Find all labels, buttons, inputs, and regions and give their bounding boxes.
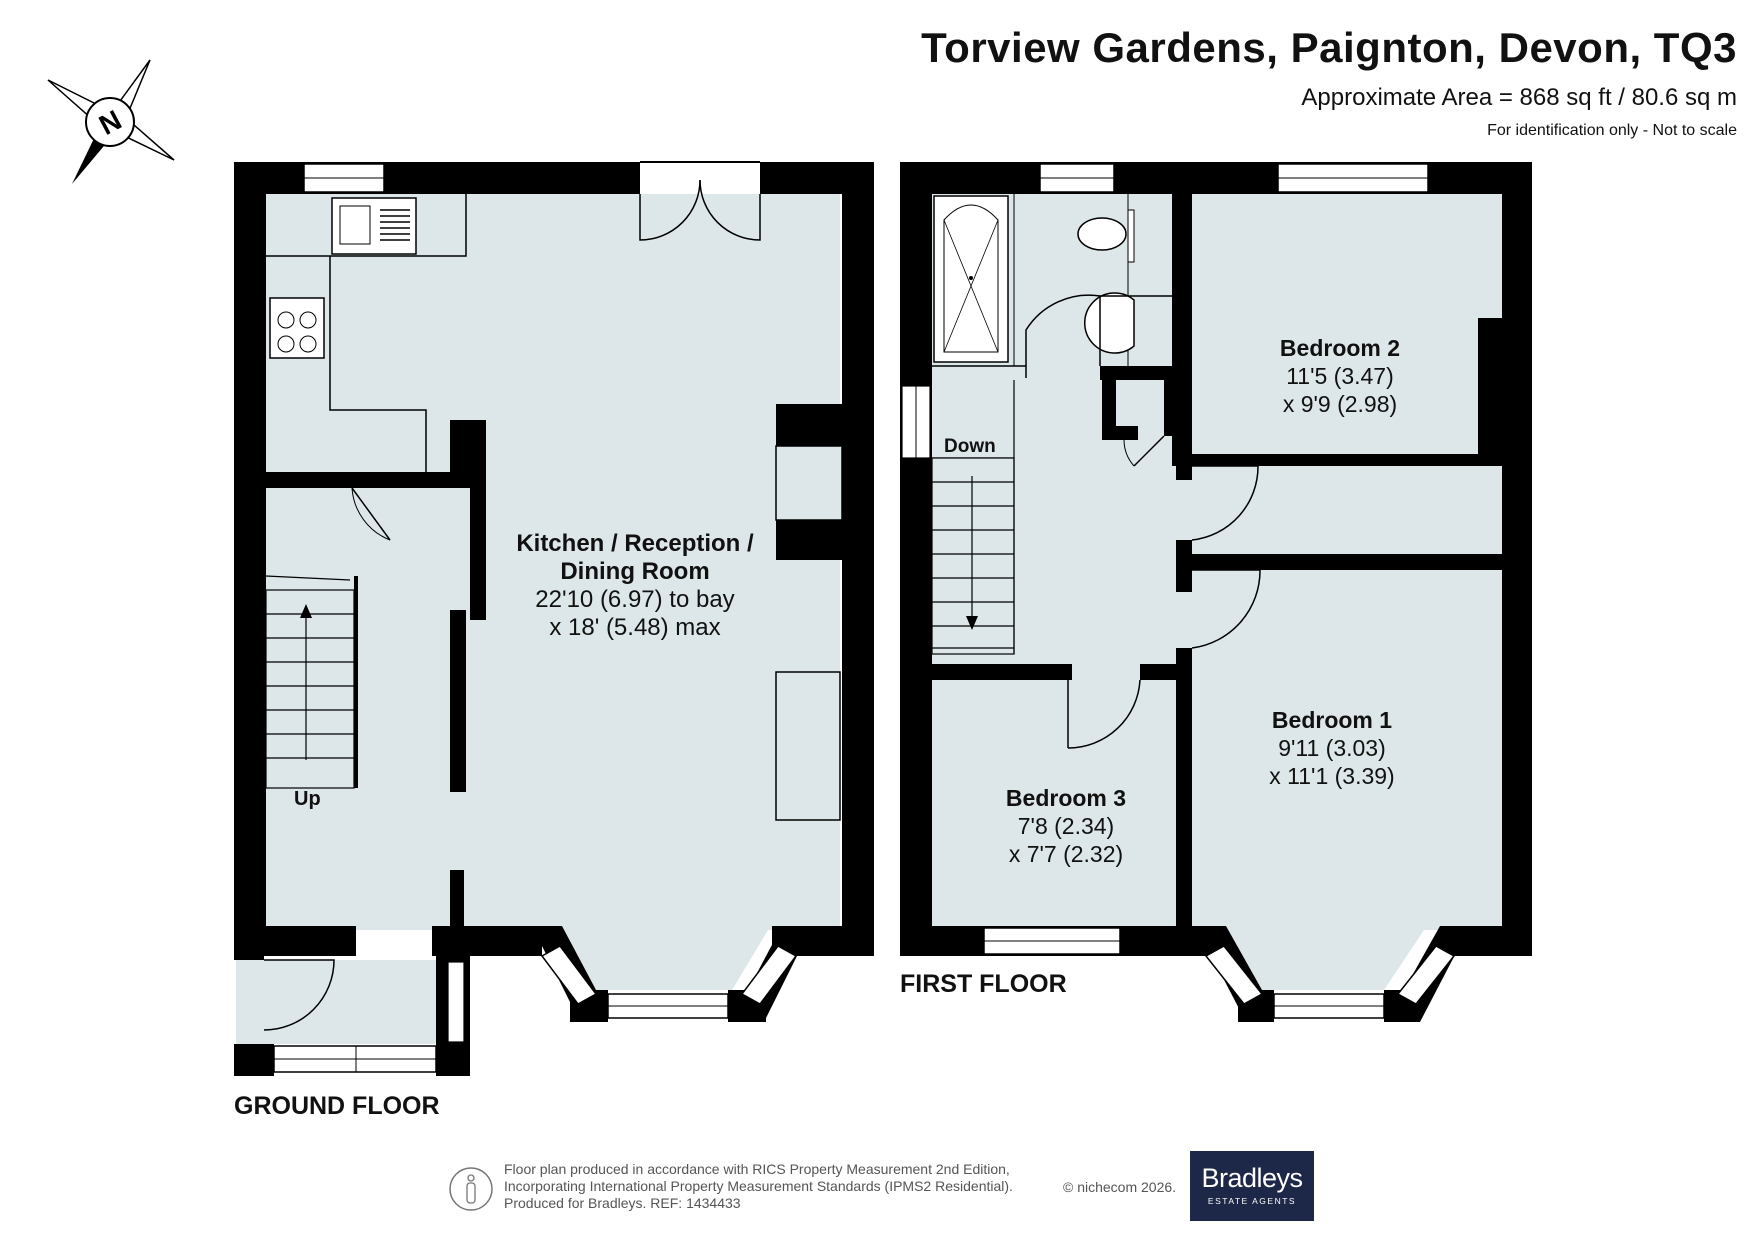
kitchen-room-label: Kitchen / Reception / Dining Room 22'10 … <box>490 530 780 642</box>
footer-line: Produced for Bradleys. REF: 1434433 <box>504 1195 741 1211</box>
bath-icon <box>933 195 1009 363</box>
room-dimension: x 7'7 (2.32) <box>1008 841 1124 867</box>
room-name: Kitchen / Reception / <box>516 530 754 557</box>
room-dimension: 7'8 (2.34) <box>1017 813 1115 839</box>
brand-logo: Bradleys ESTATE AGENTS <box>1190 1151 1314 1221</box>
property-title: Torview Gardens, Paignton, Devon, TQ3 <box>921 24 1737 71</box>
ground-floor-plan <box>234 161 874 1076</box>
brand-name: Bradleys <box>1201 1163 1303 1193</box>
room-dimension: x 11'1 (3.39) <box>1269 763 1395 789</box>
ground-floor-label: GROUND FLOOR <box>234 1092 440 1120</box>
room-dimension: 9'11 (3.03) <box>1278 735 1386 761</box>
bedroom-3-label: Bedroom 3 7'8 (2.34) x 7'7 (2.32) <box>966 784 1166 868</box>
person-icon <box>449 1167 493 1211</box>
stairs-down-label: Down <box>944 436 996 457</box>
hob-icon <box>269 297 325 359</box>
footer-line: Incorporating International Property Mea… <box>504 1178 1013 1194</box>
porch-area <box>236 960 446 1044</box>
room-dimension: 22'10 (6.97) to bay <box>535 586 735 613</box>
room-name: Bedroom 2 <box>1279 335 1401 361</box>
room-dimension: x 9'9 (2.98) <box>1282 391 1398 417</box>
bedroom-2-label: Bedroom 2 11'5 (3.47) x 9'9 (2.98) <box>1240 334 1440 418</box>
first-floor-label: FIRST FLOOR <box>900 970 1067 998</box>
ground-floor-area <box>236 192 840 930</box>
room-name: Bedroom 1 <box>1271 707 1393 733</box>
approximate-area: Approximate Area = 868 sq ft / 80.6 sq m <box>1301 84 1737 111</box>
room-dimension: 11'5 (3.47) <box>1286 363 1394 389</box>
scale-disclaimer: For identification only - Not to scale <box>1487 122 1737 139</box>
first-floor-plan <box>900 162 1532 1022</box>
basin-icon <box>1083 292 1135 354</box>
room-dimension: x 18' (5.48) max <box>549 614 721 641</box>
stairs-up-label: Up <box>294 788 321 810</box>
copyright-text: © nichecom 2026. <box>1063 1179 1177 1195</box>
bedroom-1-label: Bedroom 1 9'11 (3.03) x 11'1 (3.39) <box>1232 706 1432 790</box>
compass-icon: N <box>47 59 175 184</box>
toilet-icon <box>1077 217 1127 251</box>
brand-tagline: ESTATE AGENTS <box>1207 1196 1297 1206</box>
footer-line: Floor plan produced in accordance with R… <box>504 1161 1010 1177</box>
room-name: Bedroom 3 <box>1005 785 1127 811</box>
room-name-line2: Dining Room <box>560 558 710 585</box>
sink-icon <box>331 197 417 255</box>
footer-notes: Floor plan produced in accordance with R… <box>504 1161 1013 1212</box>
